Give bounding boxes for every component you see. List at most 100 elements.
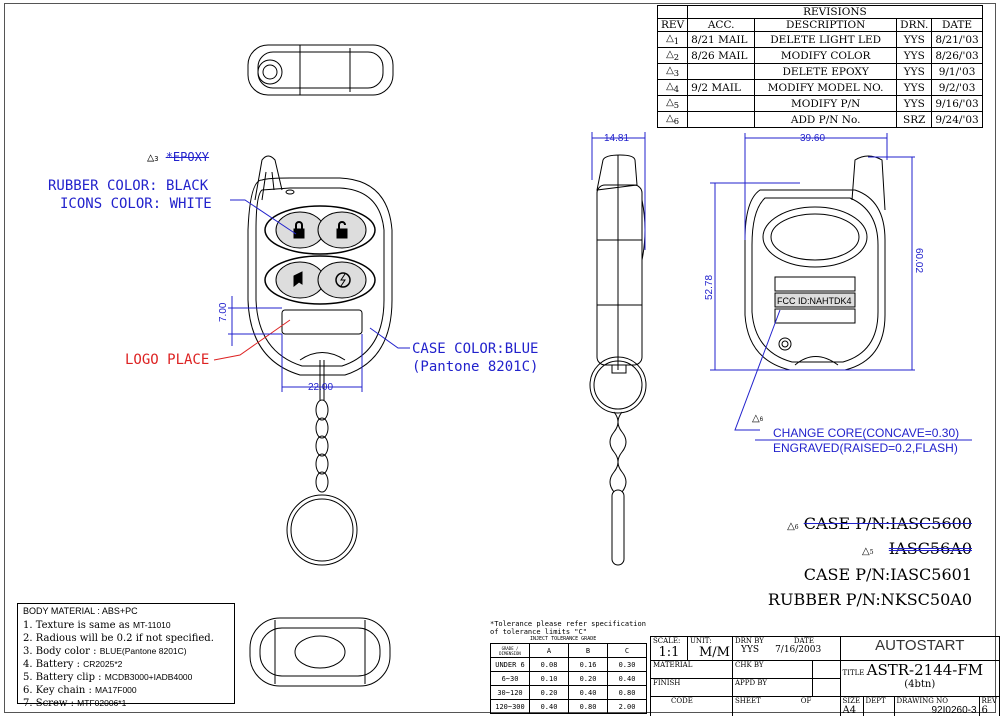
rev-drn: SRZ	[896, 111, 933, 128]
revision-triangle-icon: △1	[656, 31, 689, 48]
epoxy-note: △3 *EPOXY	[147, 150, 209, 164]
rubber-color-note: RUBBER COLOR: BLACK	[48, 178, 209, 194]
finish-label: FINISH	[650, 678, 733, 697]
tolerance-caption: INJECT TOLERANCE GRADE	[530, 636, 597, 642]
col-date: DATE	[931, 18, 983, 32]
note-label: 4. Battery :	[23, 659, 80, 670]
note-item: 1. Texture is same as MT-11010	[23, 619, 229, 632]
body-material-notes: BODY MATERIAL : ABS+PC 1. Texture is sam…	[17, 603, 235, 709]
code-label: CODE	[650, 696, 733, 716]
revision-triangle-icon: △3	[656, 63, 689, 80]
tol-value: 0.80	[607, 685, 647, 700]
tol-value: 2.00	[607, 699, 647, 714]
drn-by-value: YYS	[741, 645, 760, 655]
unlock-icon	[336, 221, 348, 239]
note-item: 3. Body color : BLUE(Pantone 8201C)	[23, 645, 229, 658]
rev-number: 1	[673, 36, 680, 46]
col-description: DESCRIPTION	[754, 18, 898, 32]
tol-range: UNDER 6	[490, 657, 530, 672]
note-value: MT-11010	[132, 620, 171, 630]
old-case2-pn: △5 IASC56A0	[862, 539, 972, 558]
tol-col-a: A	[529, 643, 569, 658]
rev-description: DELETE EPOXY	[754, 63, 898, 80]
change-rev-marker: △6	[752, 413, 764, 424]
tol-value: 0.40	[529, 699, 569, 714]
rev-drn: YYS	[896, 63, 933, 80]
rev-date: 9/2/'03	[931, 79, 983, 96]
note-value: MCDB3000+IADB4000	[104, 672, 193, 682]
drn-by-label: DRN BY	[735, 637, 764, 645]
rubber-pn: RUBBER P/N:NKSC50A0	[767, 590, 972, 609]
dept-label: DEPT	[862, 696, 895, 716]
notes-header: BODY MATERIAL : ABS+PC	[23, 606, 138, 616]
size-value: A4	[842, 705, 857, 716]
top-view	[247, 44, 394, 96]
note-label: 5. Battery clip :	[23, 672, 102, 683]
rev-description: MODIFY COLOR	[754, 47, 898, 64]
rev-date: 9/1/'03	[931, 63, 983, 80]
old-case2-rev: 5	[869, 549, 874, 556]
pantone-note: (Pantone 8201C)	[412, 359, 539, 375]
tol-value: 0.20	[529, 685, 569, 700]
note-value: MA17F000	[95, 685, 137, 695]
revision-triangle-icon: △5	[656, 95, 689, 112]
rev-acc	[687, 95, 756, 112]
icons-color-note: ICONS COLOR: WHITE	[60, 196, 212, 212]
tolerance-note-1: *Tolerance please refer specification	[490, 620, 646, 628]
note-value: MTF02006*1	[77, 698, 127, 708]
title-label: TITLE	[842, 669, 865, 677]
change-core-note: CHANGE CORE(CONCAVE=0.30)	[773, 426, 960, 440]
tol-value: 0.80	[568, 699, 608, 714]
tol-value: 0.40	[607, 671, 647, 686]
back-view	[710, 133, 972, 441]
col-drn: DRN.	[896, 18, 933, 32]
material-label: MATERIAL	[650, 660, 733, 679]
revisions-title: REVISIONS	[687, 5, 983, 19]
epoxy-rev-number: 3	[154, 155, 159, 163]
note-label: 7. Screw :	[23, 698, 74, 709]
panic-icon	[293, 271, 303, 288]
rev-date: 9/16/'03	[931, 95, 983, 112]
tol-value: 0.10	[529, 671, 569, 686]
rev-number: 2	[673, 52, 680, 62]
rev-date: 8/26/'03	[931, 47, 983, 64]
note-item: 7. Screw : MTF02006*1	[23, 697, 229, 710]
rev-acc: 8/21 MAIL	[687, 31, 756, 48]
tol-range: 6~30	[490, 671, 530, 686]
tol-value: 0.16	[568, 657, 608, 672]
col-acc: ACC.	[687, 18, 756, 32]
old-case-pn-text: CASE P/N:IASC5600	[803, 514, 972, 533]
fcc-id-label: FCC ID:NAHTDK4	[777, 296, 852, 306]
tol-range: 30~120	[490, 685, 530, 700]
date-label: DATE	[793, 637, 814, 645]
note-label: 2. Radious will be 0.2 if not specified.	[23, 633, 214, 644]
old-case-pn: △6 CASE P/N:IASC5600	[787, 514, 972, 533]
bottom-view	[249, 617, 391, 687]
drawing-no-value: 92I0260-3	[931, 705, 977, 716]
col-rev: REV	[656, 18, 689, 32]
note-item: 5. Battery clip : MCDB3000+IADB4000	[23, 671, 229, 684]
tol-value: 0.08	[529, 657, 569, 672]
company-name: AUTOSTART	[839, 636, 1000, 661]
lock-icon	[293, 221, 305, 239]
rev-number: 3	[673, 68, 680, 78]
dim-logo-height: 7.00	[218, 302, 229, 322]
rev-date: 9/24/'03	[931, 111, 983, 128]
tol-col-b: B	[568, 643, 608, 658]
old-case-rev: 6	[794, 524, 799, 531]
dim-body-height: 52.78	[704, 275, 715, 300]
case-color-note: CASE COLOR:BLUE	[412, 341, 539, 357]
revision-triangle-icon: △4	[656, 79, 689, 96]
revision-triangle-icon: △6	[656, 111, 689, 128]
tolerance-table: *Tolerance please refer specification of…	[490, 620, 647, 714]
rev-drn: YYS	[896, 79, 933, 96]
